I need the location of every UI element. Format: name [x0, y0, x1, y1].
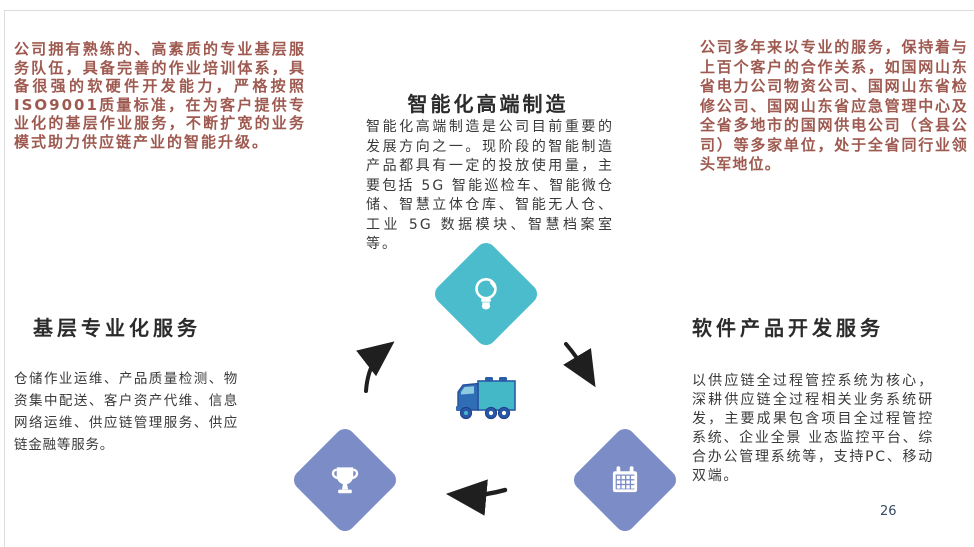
diamond-manufacturing	[430, 238, 542, 350]
page-edge-left	[4, 10, 5, 547]
diamond-software	[569, 424, 681, 536]
section-body-grassroots: 仓储作业运维、产品质量检测、物资集中配送、客户资产代维、信息网络运维、供应链管理…	[14, 371, 238, 453]
lightbulb-icon	[465, 273, 507, 315]
truck-icon	[452, 373, 520, 423]
section-body-manufacturing: 智能化高端制造是公司目前重要的发展方向之一。现阶段的智能制造产品都具有一定的投放…	[366, 119, 614, 252]
diamond-grassroots	[289, 424, 401, 536]
page-edge-top	[4, 10, 974, 11]
section-body-software: 以供应链全过程管控系统为核心，深耕供应链全过程相关业务系统研发，主要成果包含项目…	[692, 373, 934, 484]
arrow-left-bottom	[445, 479, 508, 516]
trophy-icon	[323, 458, 367, 502]
intro-paragraph-right: 公司多年来以专业的服务，保持着与上百个客户的合作关系，如国网山东省电力公司物资公…	[700, 38, 968, 173]
intro-paragraph-left: 公司拥有熟练的、高素质的专业基层服务队伍，具备完善的作业培训体系，具备很强的软硬…	[14, 40, 306, 151]
page-number: 26	[880, 504, 897, 519]
section-title-software: 软件产品开发服务	[692, 316, 884, 340]
section-title-grassroots: 基层专业化服务	[33, 316, 201, 340]
arrow-up-left	[356, 341, 395, 393]
section-title-manufacturing: 智能化高端制造	[407, 92, 569, 116]
calendar-icon	[603, 458, 647, 502]
arrow-down-right	[563, 342, 596, 388]
